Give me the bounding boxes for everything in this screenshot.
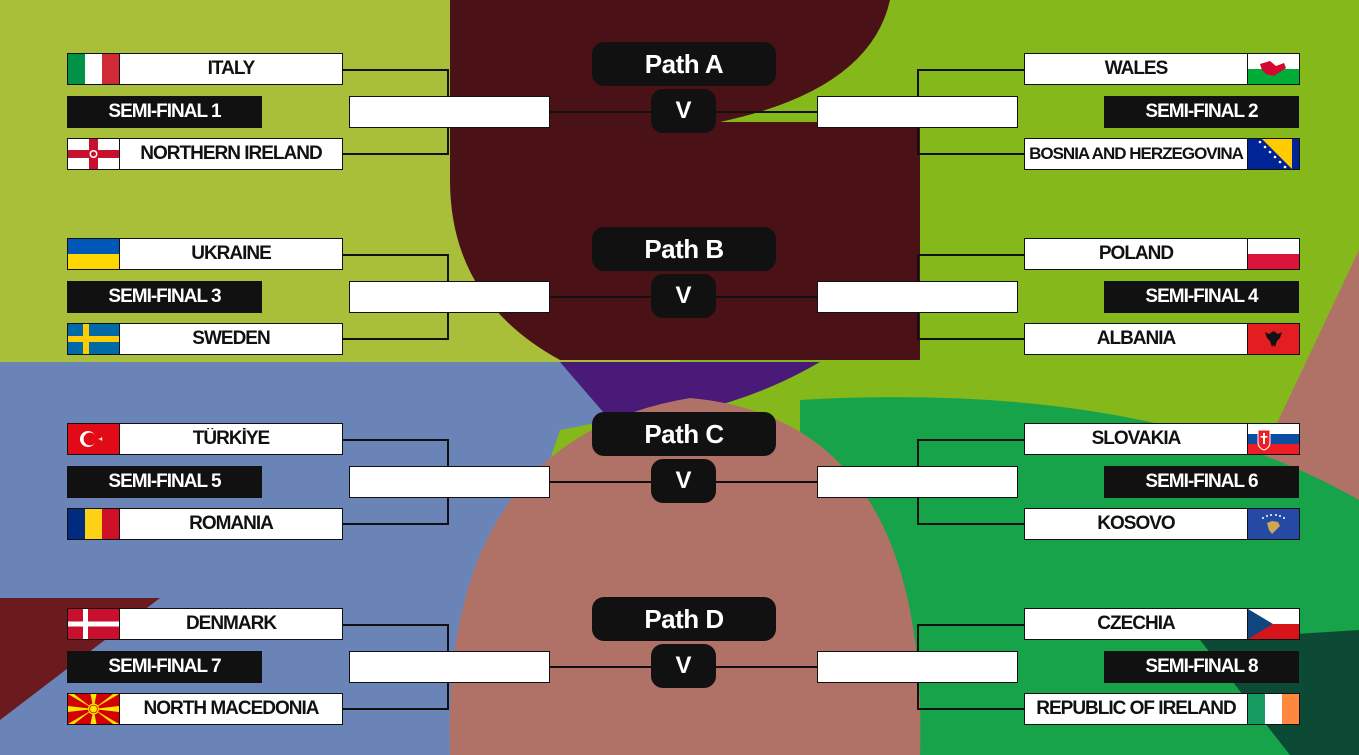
italy-flag-icon: [68, 54, 120, 84]
path-label: Path B: [592, 227, 776, 271]
semi-final-label: SEMI-FINAL 8: [1104, 651, 1299, 683]
poland-flag-icon: [1247, 239, 1299, 269]
sweden-flag-icon: [68, 324, 120, 354]
north-macedonia-flag-icon: [68, 694, 120, 724]
team-name: DENMARK: [185, 613, 277, 634]
team-slot-republic-of-ireland: REPUBLIC OF IRELAND: [1024, 693, 1300, 725]
path-label: Path A: [592, 42, 776, 86]
team-slot-sweden: SWEDEN: [67, 323, 343, 355]
semi-final-winner-slot: [349, 281, 550, 313]
team-slot-turkiye: TÜRKİYE: [67, 423, 343, 455]
team-slot-north-macedonia: NORTH MACEDONIA: [67, 693, 343, 725]
northern-ireland-flag-icon: [68, 139, 120, 169]
team-name: NORTH MACEDONIA: [143, 698, 320, 719]
semi-final-winner-slot: [817, 651, 1018, 683]
team-name: SLOVAKIA: [1091, 428, 1182, 449]
semi-final-label: SEMI-FINAL 3: [67, 281, 262, 313]
semi-final-winner-slot: [349, 651, 550, 683]
team-slot-kosovo: KOSOVO: [1024, 508, 1300, 540]
versus-badge: V: [651, 274, 716, 318]
team-slot-italy: ITALY: [67, 53, 343, 85]
kosovo-flag-icon: [1247, 509, 1299, 539]
versus-badge: V: [651, 459, 716, 503]
semi-final-label: SEMI-FINAL 2: [1104, 96, 1299, 128]
team-name: ITALY: [207, 58, 256, 79]
semi-final-label: SEMI-FINAL 1: [67, 96, 262, 128]
team-name: POLAND: [1098, 243, 1174, 264]
semi-final-winner-slot: [817, 281, 1018, 313]
czechia-flag-icon: [1247, 609, 1299, 639]
semi-final-label: SEMI-FINAL 4: [1104, 281, 1299, 313]
semi-final-winner-slot: [817, 466, 1018, 498]
semi-final-label: SEMI-FINAL 7: [67, 651, 262, 683]
versus-badge: V: [651, 644, 716, 688]
team-name: BOSNIA AND HERZEGOVINA: [1029, 144, 1244, 163]
bosnia-and-herzegovina-flag-icon: [1247, 139, 1299, 169]
team-name: CZECHIA: [1097, 613, 1175, 634]
team-name: ROMANIA: [189, 513, 274, 534]
path-label: Path C: [592, 412, 776, 456]
team-slot-albania: ALBANIA: [1024, 323, 1300, 355]
team-name: REPUBLIC OF IRELAND: [1036, 698, 1237, 719]
versus-badge: V: [651, 89, 716, 133]
semi-final-label: SEMI-FINAL 6: [1104, 466, 1299, 498]
team-slot-slovakia: SLOVAKIA: [1024, 423, 1300, 455]
semi-final-winner-slot: [349, 466, 550, 498]
team-slot-ukraine: UKRAINE: [67, 238, 343, 270]
team-name: WALES: [1104, 58, 1169, 79]
republic-of-ireland-flag-icon: [1247, 694, 1299, 724]
team-slot-romania: ROMANIA: [67, 508, 343, 540]
team-slot-czechia: CZECHIA: [1024, 608, 1300, 640]
semi-final-label: SEMI-FINAL 5: [67, 466, 262, 498]
denmark-flag-icon: [68, 609, 120, 639]
semi-final-winner-slot: [349, 96, 550, 128]
team-name: NORTHERN IRELAND: [140, 143, 322, 164]
team-slot-wales: WALES: [1024, 53, 1300, 85]
semi-final-winner-slot: [817, 96, 1018, 128]
romania-flag-icon: [68, 509, 120, 539]
wales-flag-icon: [1247, 54, 1299, 84]
team-name: UKRAINE: [191, 243, 272, 264]
ukraine-flag-icon: [68, 239, 120, 269]
path-label: Path D: [592, 597, 776, 641]
team-slot-northern-ireland: NORTHERN IRELAND: [67, 138, 343, 170]
slovakia-flag-icon: [1247, 424, 1299, 454]
team-name: ALBANIA: [1096, 328, 1177, 349]
turkiye-flag-icon: [68, 424, 120, 454]
team-slot-denmark: DENMARK: [67, 608, 343, 640]
team-slot-poland: POLAND: [1024, 238, 1300, 270]
team-slot-bosnia-and-herzegovina: BOSNIA AND HERZEGOVINA: [1024, 138, 1300, 170]
team-name: TÜRKİYE: [192, 428, 270, 449]
team-name: KOSOVO: [1097, 513, 1175, 534]
team-name: SWEDEN: [192, 328, 270, 349]
albania-flag-icon: [1247, 324, 1299, 354]
